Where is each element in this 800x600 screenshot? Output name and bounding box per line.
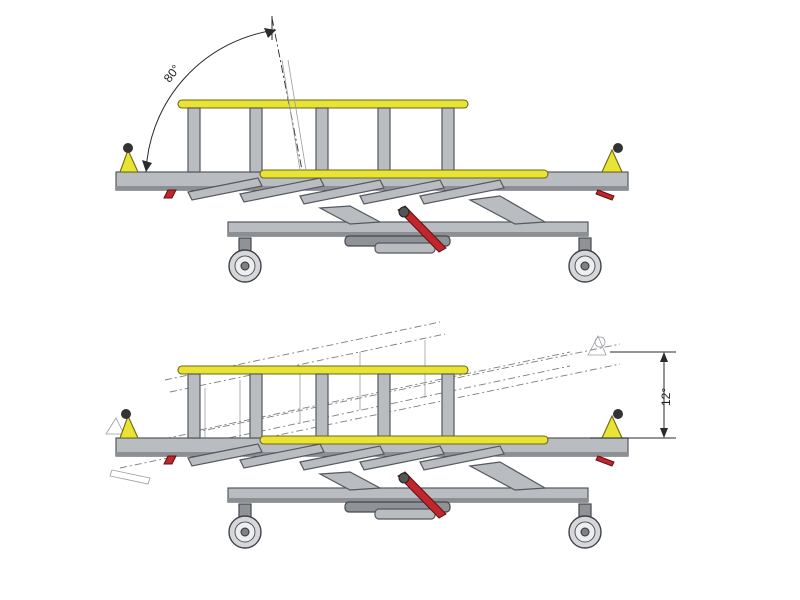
- top-right-end-post: [601, 143, 623, 173]
- top-side-rail-posts: [187, 107, 455, 173]
- top-linkages: [187, 177, 505, 205]
- bottom-stretcher: 12°: [105, 321, 676, 548]
- top-side-rail: [177, 99, 469, 109]
- bottom-base: [228, 462, 601, 548]
- bottom-linkages: [187, 443, 505, 471]
- bottom-right-end-post: [601, 409, 623, 439]
- bottom-left-end-post: [119, 409, 139, 439]
- top-angle-label: 80°: [161, 62, 183, 85]
- bottom-lowered-rail: [259, 435, 549, 445]
- top-angle-arc: [145, 29, 277, 173]
- top-base: [228, 196, 601, 282]
- bottom-side-rail-posts: [187, 373, 455, 439]
- top-lowered-rail: [259, 169, 549, 179]
- top-left-end-post: [119, 143, 139, 173]
- bottom-side-rail: [177, 365, 469, 375]
- bottom-angle-label: 12°: [659, 388, 673, 406]
- bottom-tilted-ghost: [105, 321, 621, 485]
- top-stretcher: 80°: [115, 16, 629, 282]
